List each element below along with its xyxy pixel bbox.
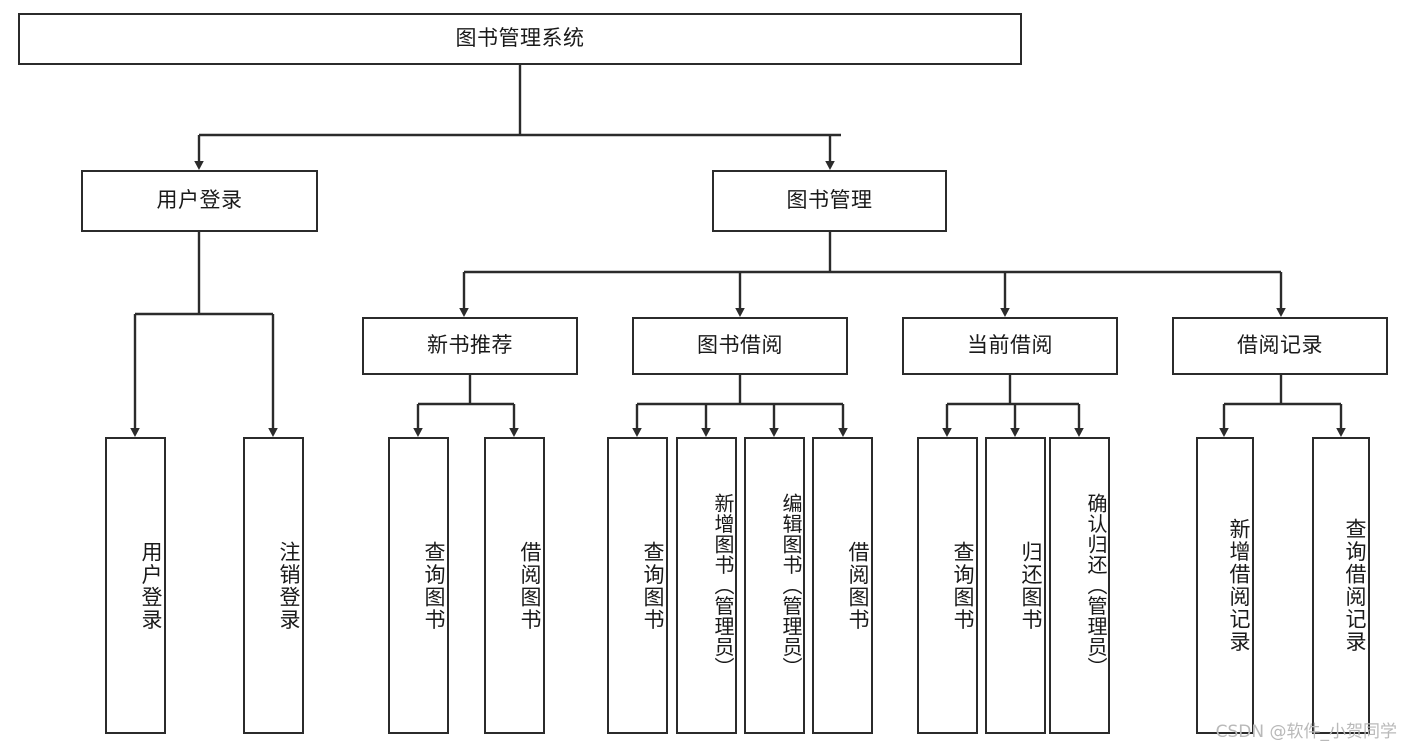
node-label: 查询图书 bbox=[422, 540, 446, 631]
node-label: 新书推荐 bbox=[427, 333, 513, 358]
node-leaf-edit-book-admin[interactable]: 编辑图书（管理员） bbox=[744, 437, 805, 734]
node-label: 注销登录 bbox=[277, 540, 301, 631]
node-label: 查询图书 bbox=[951, 540, 975, 631]
node-label: 图书借阅 bbox=[697, 333, 783, 358]
node-label: 用户登录 bbox=[156, 188, 243, 213]
node-leaf-user-login[interactable]: 用户登录 bbox=[105, 437, 166, 734]
node-current-borrow[interactable]: 当前借阅 bbox=[902, 317, 1118, 375]
node-new-book-recommend[interactable]: 新书推荐 bbox=[362, 317, 578, 375]
node-user-login[interactable]: 用户登录 bbox=[81, 170, 318, 232]
node-borrow-records[interactable]: 借阅记录 bbox=[1172, 317, 1388, 375]
node-leaf-borrow-book[interactable]: 借阅图书 bbox=[812, 437, 873, 734]
node-book-borrow[interactable]: 图书借阅 bbox=[632, 317, 848, 375]
node-book-management[interactable]: 图书管理 bbox=[712, 170, 947, 232]
node-label: 借阅记录 bbox=[1237, 333, 1323, 358]
node-label: 查询借阅记录 bbox=[1343, 518, 1367, 653]
node-label: 确认归还（管理员） bbox=[1084, 493, 1108, 678]
node-label: 借阅图书 bbox=[846, 540, 870, 631]
node-label: 新增借阅记录 bbox=[1227, 518, 1251, 653]
node-label: 用户登录 bbox=[139, 540, 163, 631]
node-label: 借阅图书 bbox=[518, 540, 542, 631]
node-leaf-add-borrow-record[interactable]: 新增借阅记录 bbox=[1196, 437, 1254, 734]
node-leaf-confirm-return-admin[interactable]: 确认归还（管理员） bbox=[1049, 437, 1110, 734]
node-label: 查询图书 bbox=[641, 540, 665, 631]
node-leaf-query-book-current[interactable]: 查询图书 bbox=[917, 437, 978, 734]
node-leaf-query-book-borrow[interactable]: 查询图书 bbox=[607, 437, 668, 734]
node-leaf-borrow-book-recommend[interactable]: 借阅图书 bbox=[484, 437, 545, 734]
node-label: 当前借阅 bbox=[967, 333, 1053, 358]
node-label: 归还图书 bbox=[1019, 540, 1043, 631]
node-label: 图书管理系统 bbox=[455, 26, 585, 51]
node-leaf-query-borrow-record[interactable]: 查询借阅记录 bbox=[1312, 437, 1370, 734]
node-leaf-logout[interactable]: 注销登录 bbox=[243, 437, 304, 734]
node-label: 新增图书（管理员） bbox=[711, 493, 735, 678]
node-leaf-return-book[interactable]: 归还图书 bbox=[985, 437, 1046, 734]
node-root-system[interactable]: 图书管理系统 bbox=[18, 13, 1022, 65]
node-leaf-query-book-recommend[interactable]: 查询图书 bbox=[388, 437, 449, 734]
node-label: 图书管理 bbox=[786, 188, 873, 213]
node-label: 编辑图书（管理员） bbox=[779, 493, 803, 678]
node-leaf-add-book-admin[interactable]: 新增图书（管理员） bbox=[676, 437, 737, 734]
